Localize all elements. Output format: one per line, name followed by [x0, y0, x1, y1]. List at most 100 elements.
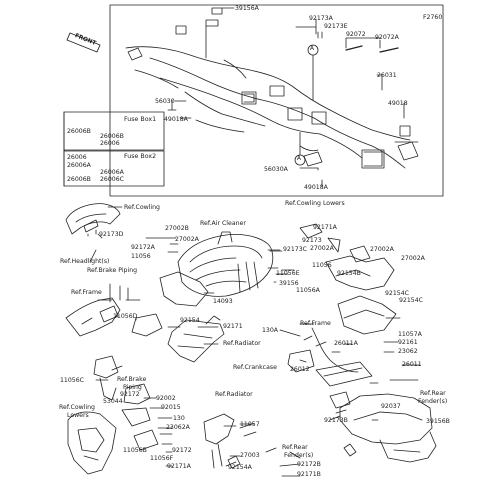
ref-brake-piping-2b[interactable]: Piping [123, 384, 142, 391]
part-27002A-2[interactable]: 27002A [310, 245, 334, 252]
cable-icon [311, 327, 359, 373]
part-49018[interactable]: 49018 [388, 100, 408, 107]
part-56030[interactable]: 56030 [155, 98, 175, 105]
ref-frame[interactable]: Ref.Frame [71, 289, 102, 296]
ref-rear-fenders-1a[interactable]: Ref.Rear [420, 390, 446, 397]
ref-cowling-lowers-2a[interactable]: Ref.Cowling [59, 404, 95, 411]
fuse-box-1-part-2[interactable]: 26006B [100, 133, 124, 140]
part-130[interactable]: 130 [173, 415, 185, 422]
ref-air-cleaner[interactable]: Ref.Air Cleaner [200, 220, 246, 227]
part-92172-2[interactable]: 92172 [172, 447, 192, 454]
part-92154[interactable]: 92154 [180, 317, 200, 324]
part-92172B[interactable]: 92172B [297, 461, 321, 468]
front-arrow-icon [66, 32, 101, 53]
part-11056E[interactable]: 11056E [276, 270, 300, 277]
plate-icon [159, 271, 209, 307]
fuse-box-1-title: Fuse Box1 [124, 116, 157, 123]
ecu-bracket-icon [325, 255, 395, 291]
ref-brake-piping-2a[interactable]: Ref.Brake [117, 376, 147, 383]
part-11057[interactable]: 11057 [240, 421, 260, 428]
radiator-bracket-icon [167, 315, 225, 363]
part-11057A[interactable]: 11057A [398, 331, 422, 338]
clip-icon [317, 31, 323, 39]
ref-crankcase[interactable]: Ref.Crankcase [233, 364, 277, 371]
part-56030A[interactable]: 56030A [264, 166, 288, 173]
part-92161[interactable]: 92161 [398, 339, 418, 346]
part-92002[interactable]: 92002 [156, 395, 176, 402]
part-53044[interactable]: 53044 [103, 398, 123, 405]
ref-rear-fenders-2b[interactable]: Fender(s) [284, 452, 314, 459]
part-39156[interactable]: 39156 [279, 280, 299, 287]
rear-fender-icon [339, 393, 437, 463]
part-11056[interactable]: 11056 [131, 253, 151, 260]
part-92173C[interactable]: 92173C [283, 246, 308, 253]
part-11056D[interactable]: 11056D [113, 313, 138, 320]
part-11056A[interactable]: 11056A [296, 287, 320, 294]
part-92037[interactable]: 92037 [381, 403, 401, 410]
part-49018A[interactable]: 49018A [164, 116, 188, 123]
part-92173D[interactable]: 92173D [99, 231, 124, 238]
part-92072A[interactable]: 92072A [375, 34, 399, 41]
part-23062[interactable]: 23062 [398, 348, 418, 355]
ref-radiator[interactable]: Ref.Radiator [223, 340, 261, 347]
cowling-bracket-icon [65, 203, 121, 235]
part-92072[interactable]: 92072 [346, 31, 366, 38]
fuse-box-2-part-2[interactable]: 26006A [67, 162, 91, 169]
part-92154B[interactable]: 92154B [337, 270, 361, 277]
fuse-box-2-part-1[interactable]: 26006 [67, 154, 87, 161]
part-27002B[interactable]: 27002B [165, 225, 189, 232]
ref-radiator-2[interactable]: Ref.Radiator [215, 391, 253, 398]
part-92154C-2[interactable]: 92154C [399, 297, 424, 304]
part-14093[interactable]: 14093 [213, 298, 233, 305]
part-92015[interactable]: 92015 [161, 404, 181, 411]
frame-bracket-icon [65, 283, 129, 337]
part-23062A[interactable]: 23062A [166, 424, 190, 431]
part-92171A[interactable]: 92171A [313, 224, 337, 231]
ref-cowling[interactable]: Ref.Cowling [124, 204, 160, 211]
part-92172A[interactable]: 92172A [131, 244, 155, 251]
part-27002A-3[interactable]: 27002A [370, 246, 394, 253]
part-39156B[interactable]: 39156B [426, 418, 450, 425]
part-26011[interactable]: 26011 [402, 361, 422, 368]
part-11056-2[interactable]: 11056 [312, 262, 332, 269]
ref-headlight[interactable]: Ref.Headlight(s) [60, 258, 110, 265]
part-92171A-2[interactable]: 92171A [167, 463, 191, 470]
part-130A[interactable]: 130A [262, 327, 279, 334]
regulator-icon [315, 361, 373, 387]
part-92154C[interactable]: 92154C [385, 290, 410, 297]
part-92171B[interactable]: 92171B [297, 471, 321, 478]
part-26011A[interactable]: 26011A [334, 340, 358, 347]
part-92173E[interactable]: 92173E [324, 23, 348, 30]
part-49018A-2[interactable]: 49018A [304, 184, 328, 191]
fuse-box-2-part-3[interactable]: 26006A [100, 169, 124, 176]
part-92173A[interactable]: 92173A [309, 15, 333, 22]
part-26012[interactable]: 26012 [290, 366, 310, 373]
part-27002A[interactable]: 27002A [175, 236, 199, 243]
cowling-lower-icon [67, 411, 117, 475]
part-92173[interactable]: 92173 [302, 237, 322, 244]
ref-cowling-lowers[interactable]: Ref.Cowling Lowers [285, 200, 345, 207]
fuse-box-1-part-1[interactable]: 26006B [67, 128, 91, 135]
part-11056F[interactable]: 11056F [150, 455, 174, 462]
ref-brake-piping[interactable]: Ref.Brake Piping [87, 267, 138, 274]
fuse-box-2-part-4[interactable]: 26006B [67, 176, 91, 183]
part-27002A-4[interactable]: 27002A [401, 255, 425, 262]
part-39156A[interactable]: 39156A [235, 5, 259, 12]
bracket-icon [299, 223, 323, 239]
part-92173B[interactable]: 92173B [324, 417, 348, 424]
part-92154A[interactable]: 92154A [228, 464, 252, 471]
part-26031[interactable]: 26031 [377, 72, 397, 79]
part-92172[interactable]: 92172 [120, 391, 140, 398]
callout-a-label: A [310, 46, 314, 52]
ref-cowling-lowers-2b[interactable]: Lowers [67, 412, 89, 419]
ref-rear-fenders-1b[interactable]: Fender(s) [418, 398, 448, 405]
part-27003[interactable]: 27003 [240, 452, 260, 459]
part-92171[interactable]: 92171 [223, 323, 243, 330]
fuse-box-1-part-3[interactable]: 26006 [100, 140, 120, 147]
ref-rear-fenders-2a[interactable]: Ref.Rear [282, 444, 308, 451]
part-11056B[interactable]: 11056B [123, 447, 147, 454]
diagram-code: F2760 [423, 14, 443, 21]
ref-frame-2[interactable]: Ref.Frame [300, 320, 331, 327]
part-11056C[interactable]: 11056C [60, 377, 85, 384]
fuse-box-2-part-5[interactable]: 26006C [100, 176, 125, 183]
